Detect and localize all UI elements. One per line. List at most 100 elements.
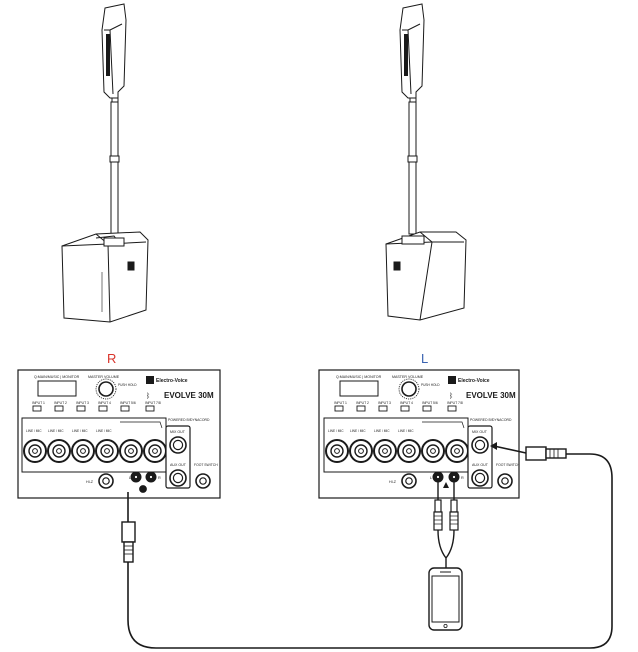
panel-right-mix-out-jack: [169, 436, 187, 454]
xlr-plug-left-panel: [490, 442, 567, 461]
panel-left-rca-l: L: [430, 476, 432, 480]
panel-right: Q:MAIN/MUSIC | MONITOR MASTER VOLUME PUS…: [17, 369, 221, 499]
panel-right-jack-5: [119, 439, 143, 463]
panel-left-line-mic-2: LINE / MIC: [350, 429, 366, 433]
panel-left-jack-3: [373, 439, 397, 463]
panel-right-line-mic-1: LINE / MIC: [26, 429, 42, 433]
panel-right-input-2: INPUT 2: [54, 401, 67, 405]
speaker-left: [385, 3, 467, 321]
panel-left-master-knob: [398, 378, 420, 400]
right-channel-label: R: [107, 351, 117, 366]
panel-left-jack-5: [421, 439, 445, 463]
panel-left-input-switches: [334, 405, 457, 412]
speaker-left-pole: [408, 101, 417, 157]
panel-left-jack-4: [397, 439, 421, 463]
speaker-right-column-array: [101, 3, 127, 99]
panel-left-dynacord: DYNACORD: [492, 418, 512, 422]
panel-left-model: EVOLVE 30M: [466, 391, 516, 400]
panel-left-input-labels: INPUT 1 INPUT 2 INPUT 3 INPUT 4 INPUT 5/…: [334, 401, 463, 405]
panel-left-line-mic-3: LINE / MIC: [374, 429, 390, 433]
panel-left-jack-6: [445, 439, 469, 463]
panel-right-rca-r: R: [158, 476, 161, 480]
panel-left-jack-1: [325, 439, 349, 463]
panel-right-master-volume: MASTER VOLUME: [88, 375, 120, 379]
panel-left-rca-jacks: [432, 471, 460, 483]
panel-right-rca-jacks: [130, 471, 157, 493]
speaker-right: [61, 3, 149, 323]
panel-left-jack-2: [349, 439, 373, 463]
panel-left-aux-out: AUX OUT: [472, 463, 489, 467]
panel-left-hiz: HI-Z: [389, 480, 397, 484]
panel-right-rca-l: L: [129, 476, 131, 480]
panel-right-master-knob: [95, 378, 117, 400]
smartphone-screen: [431, 575, 460, 623]
panel-left-combo-jacks: [325, 439, 469, 463]
panel-right-display: [37, 380, 77, 397]
panel-right-jack-3: [71, 439, 95, 463]
panel-right-mode-header: Q:MAIN/MUSIC | MONITOR: [34, 375, 80, 379]
panel-left-push-hold: PUSH HOLD: [421, 383, 440, 387]
speaker-right-subwoofer: [61, 231, 149, 323]
panel-right-mix-out: MIX OUT: [170, 430, 186, 434]
panel-left-master-volume: MASTER VOLUME: [392, 375, 424, 379]
panel-left-ev-logo: [448, 376, 456, 384]
panel-right-model: EVOLVE 30M: [164, 391, 214, 400]
panel-right-jack-4: [95, 439, 119, 463]
panel-left-hiz-jack: [401, 473, 417, 489]
panel-left-mode-header: Q:MAIN/MUSIC | MONITOR: [336, 375, 382, 379]
panel-right-input-5: INPUT 5/6: [120, 401, 136, 405]
panel-left-input-1: INPUT 1: [334, 401, 347, 405]
panel-right-input-3: INPUT 3: [76, 401, 89, 405]
rca-y-cable: [428, 482, 463, 631]
panel-right-line-mic-2: LINE / MIC: [48, 429, 64, 433]
rca-plug-left: [433, 482, 443, 531]
panel-right-jack-1: [23, 439, 47, 463]
panel-left-mix-out: MIX OUT: [472, 430, 488, 434]
panel-left-mix-out-jack: [471, 436, 489, 454]
panel-left-input-5: INPUT 5/6: [422, 401, 438, 405]
panel-right-foot-switch-jack: [195, 473, 211, 489]
panel-right-push-hold: PUSH HOLD: [118, 383, 137, 387]
panel-right-input-1: INPUT 1: [32, 401, 45, 405]
panel-right-line-mic-3: LINE / MIC: [72, 429, 88, 433]
panel-left-powered-by: POWERED BY: [470, 418, 494, 422]
smartphone: [428, 567, 463, 631]
panel-right-powered-by: POWERED BY: [168, 418, 192, 422]
panel-right-ev-logo: [146, 376, 154, 384]
panel-left-foot-switch: FOOT SWITCH: [496, 463, 520, 467]
panel-left-aux-out-jack: [471, 469, 489, 487]
left-channel-label: L: [421, 351, 429, 366]
panel-left-input-7: INPUT 7/8: [447, 401, 463, 405]
panel-right-aux-out: AUX OUT: [170, 463, 187, 467]
panel-right-brand: Electro-Voice: [156, 378, 188, 384]
panel-right-hiz-jack: [98, 473, 114, 489]
panel-right-foot-switch: FOOT SWITCH: [194, 463, 218, 467]
panel-right-line-mic-4: LINE / MIC: [96, 429, 112, 433]
panel-left-line-mic-4: LINE / MIC: [398, 429, 414, 433]
speaker-right-pole: [110, 101, 119, 157]
panel-right-combo-jacks: [23, 439, 167, 463]
panel-left-line-mic-1: LINE / MIC: [328, 429, 344, 433]
panel-right-input-4: INPUT 4: [98, 401, 111, 405]
speaker-left-subwoofer: [385, 231, 467, 321]
panel-right-input-7: INPUT 7/8: [145, 401, 161, 405]
panel-right-input-labels: INPUT 1 INPUT 2 INPUT 3 INPUT 4 INPUT 5/…: [32, 401, 161, 405]
panel-right-dynacord: DYNACORD: [190, 418, 210, 422]
panel-left-foot-switch-jack: [497, 473, 513, 489]
panel-right-hiz: HI-Z: [86, 480, 94, 484]
panel-right-jack-6: [143, 439, 167, 463]
panel-left-input-2: INPUT 2: [356, 401, 369, 405]
panel-right-input-switches: [32, 405, 155, 412]
rca-y-cable-line: [437, 529, 455, 568]
speaker-left-column-array: [399, 3, 425, 99]
panel-left-brand: Electro-Voice: [458, 378, 490, 384]
xlr-cable-line: [127, 453, 613, 649]
panel-right-aux-out-jack: [169, 469, 187, 487]
panel-right-bluetooth-icon: ᛒ: [146, 392, 150, 400]
xlr-cable: [121, 442, 613, 649]
panel-right-jack-2: [47, 439, 71, 463]
panel-left-bluetooth-icon: ᛒ: [449, 392, 453, 400]
panel-left-input-4: INPUT 4: [400, 401, 413, 405]
panel-left-rca-r: R: [461, 476, 464, 480]
